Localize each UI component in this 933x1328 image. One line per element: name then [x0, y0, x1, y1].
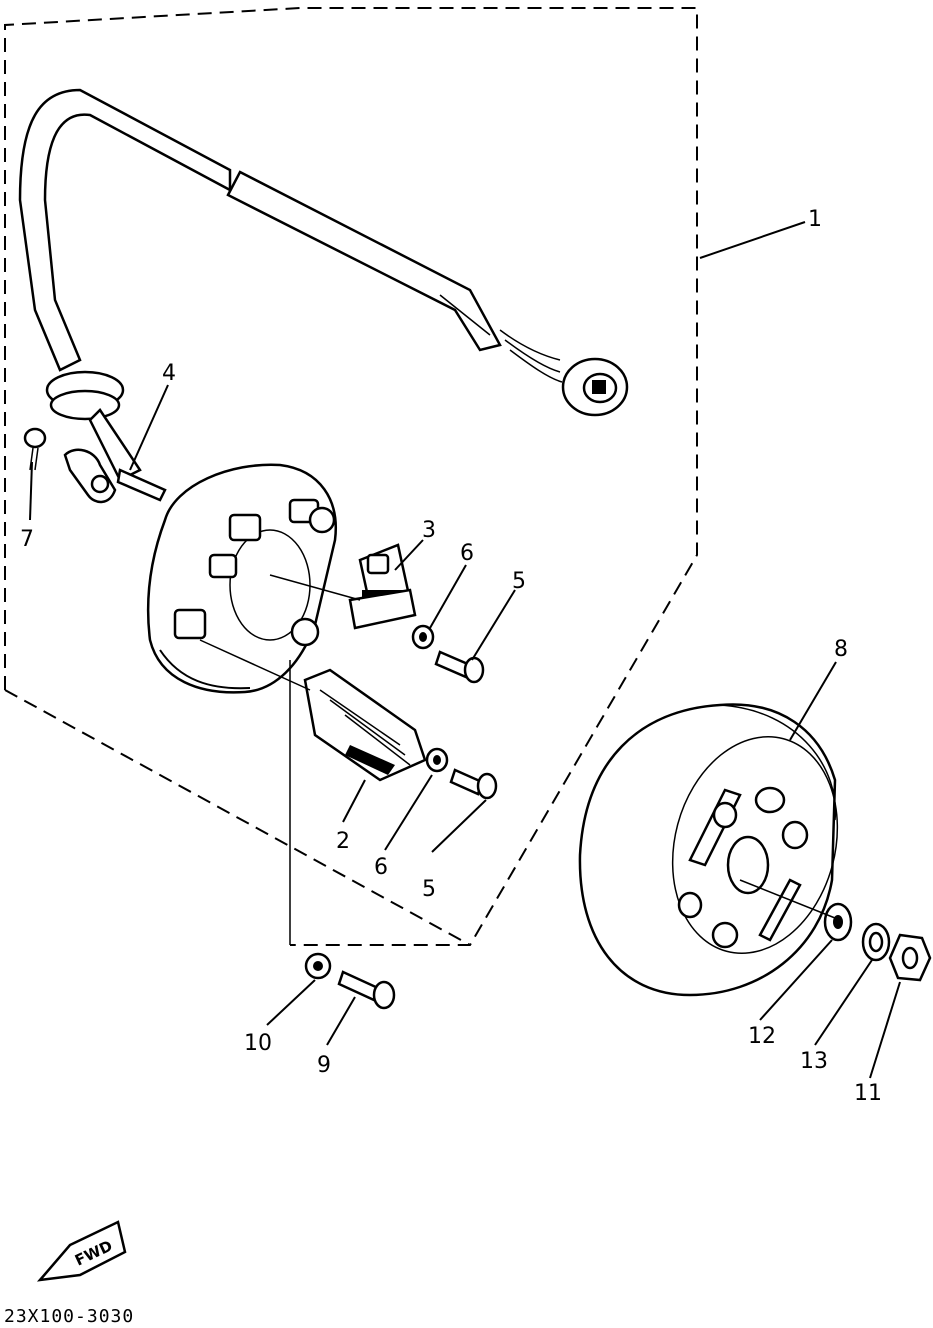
fwd-arrow-badge: FWD	[36, 1220, 127, 1282]
callout-4: 4	[162, 361, 176, 386]
leader-lines	[29, 221, 901, 1079]
alignment-lines	[199, 574, 841, 945]
sensor-coil	[348, 543, 417, 630]
screw-5-upper	[434, 650, 485, 684]
washer-6-upper	[411, 624, 435, 650]
assembly-boundary	[4, 7, 698, 946]
callout-1: 1	[808, 207, 822, 232]
grommet	[45, 370, 142, 482]
callout-10: 10	[244, 1031, 272, 1056]
screw-9	[337, 970, 396, 1010]
screw-5-lower	[449, 768, 498, 800]
callout-6-lower: 6	[374, 855, 388, 880]
charge-coil	[303, 668, 427, 782]
callout-11: 11	[854, 1081, 882, 1106]
washer-6-lower	[425, 747, 449, 773]
callout-3: 3	[422, 518, 436, 543]
callout-2: 2	[336, 829, 350, 854]
washer-10	[304, 952, 332, 980]
harness-connector	[561, 357, 629, 417]
washer-12	[823, 902, 853, 942]
callout-5-lower: 5	[422, 877, 436, 902]
drawing-code: 23X100-3030	[4, 1306, 134, 1327]
callout-13: 13	[800, 1049, 828, 1074]
callout-8: 8	[834, 637, 848, 662]
callout-7: 7	[20, 527, 34, 552]
callout-9: 9	[317, 1053, 331, 1078]
cable-clamp	[63, 448, 167, 504]
wire-harness	[18, 88, 629, 482]
callout-6-upper: 6	[460, 541, 474, 566]
screw-7	[23, 427, 47, 471]
nut-11	[888, 933, 932, 982]
callout-5-upper: 5	[512, 569, 526, 594]
callout-12: 12	[748, 1024, 776, 1049]
callout-labels: 1 4 3 6 5 7 8 2 6 5 10 9 12 13 11	[20, 207, 882, 1106]
lock-washer-13	[861, 922, 891, 962]
stator-plate	[146, 463, 337, 694]
flywheel-rotor	[578, 703, 839, 997]
